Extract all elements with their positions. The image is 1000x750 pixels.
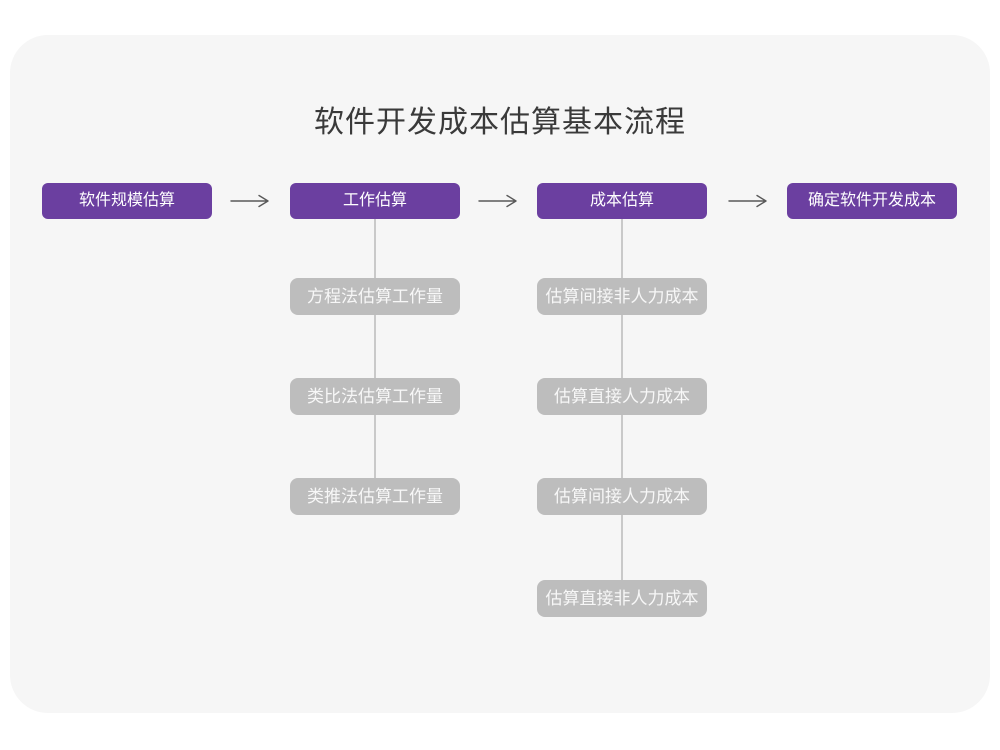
sub-node-direct-labor-cost: 估算直接人力成本 [537,378,707,415]
arrow-right-icon [478,194,517,208]
sub-node-indirect-non-labor-cost: 估算间接非人力成本 [537,278,707,315]
flow-node-software-scale-estimation: 软件规模估算 [42,183,212,219]
arrow-right-icon [728,194,767,208]
flow-node-determine-development-cost: 确定软件开发成本 [787,183,957,219]
sub-node-indirect-labor-cost: 估算间接人力成本 [537,478,707,515]
sub-node-equation-method: 方程法估算工作量 [290,278,460,315]
sub-node-extrapolation-method: 类推法估算工作量 [290,478,460,515]
arrow-right-icon [230,194,269,208]
flowchart-card [10,35,990,713]
flow-node-cost-estimation: 成本估算 [537,183,707,219]
diagram-title: 软件开发成本估算基本流程 [314,106,686,139]
connector-line-work-column [374,219,376,514]
flow-node-work-estimation: 工作估算 [290,183,460,219]
sub-node-direct-non-labor-cost: 估算直接非人力成本 [537,580,707,617]
sub-node-analogy-method: 类比法估算工作量 [290,378,460,415]
